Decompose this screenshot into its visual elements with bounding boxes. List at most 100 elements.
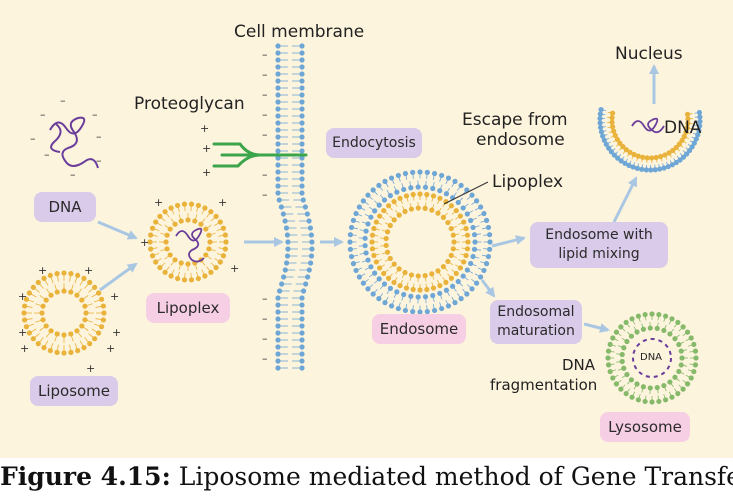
membrane-lipid-head: [299, 365, 305, 371]
lipid-head: [377, 213, 383, 219]
lipid-head: [87, 341, 93, 347]
lipid-head: [356, 274, 362, 280]
membrane-lipid-head: [299, 176, 305, 182]
lipid-head: [162, 269, 168, 275]
lipid-head: [368, 264, 374, 270]
escape-from-label: Escape from: [462, 110, 568, 130]
lipid-head: [22, 317, 28, 323]
lipid-head: [54, 271, 60, 277]
lipid-head: [178, 218, 184, 224]
lipid-head: [443, 287, 450, 293]
membrane-lipid-head: [275, 134, 281, 140]
membrane-lipid-head: [299, 78, 305, 84]
membrane-lipid-head: [300, 197, 306, 203]
lipid-head: [669, 316, 675, 322]
lipid-head: [363, 228, 369, 234]
dna-box: DNA: [34, 192, 96, 222]
lipid-head: [639, 166, 645, 172]
lipid-head: [649, 155, 655, 161]
lipid-head: [96, 290, 102, 296]
svg-text:–: –: [262, 188, 268, 201]
lipid-head: [203, 252, 209, 258]
dna-fragmentation-label-line1: DNA: [562, 356, 596, 374]
lipid-head: [396, 266, 402, 272]
lipid-head: [642, 398, 648, 405]
lipid-head: [164, 246, 170, 252]
lipid-head: [611, 152, 617, 158]
lipid-head: [195, 275, 201, 282]
svg-text:–: –: [96, 154, 102, 167]
lipid-head: [443, 191, 450, 197]
lipid-head: [178, 260, 184, 266]
lipid-head: [460, 273, 466, 279]
svg-text:+: +: [20, 342, 29, 355]
svg-text:+: +: [84, 264, 93, 277]
lipid-head: [153, 219, 159, 225]
lipid-head: [685, 120, 691, 126]
membrane-lipid-head: [299, 85, 305, 91]
lipid-head: [697, 118, 703, 125]
membrane-lipid-head: [299, 155, 305, 161]
proteoglycan-positive-charges: +++: [200, 122, 211, 179]
lipid-head: [464, 211, 470, 217]
lipid-head: [635, 397, 642, 403]
membrane-lipid-head: [299, 169, 305, 175]
svg-text:+: +: [202, 166, 211, 179]
lipid-head: [605, 348, 612, 354]
lipid-head: [408, 293, 414, 299]
lipid-head: [75, 347, 81, 354]
lipid-head: [372, 270, 378, 276]
lipid-head: [87, 279, 93, 285]
lipid-head: [685, 116, 691, 122]
lipid-head: [642, 311, 648, 318]
membrane-lipid-head: [299, 99, 305, 105]
lipid-head: [368, 214, 374, 220]
lipid-head: [608, 149, 614, 155]
lipid-head: [396, 212, 402, 218]
lipid-head: [437, 188, 443, 194]
endosomal-maturation-line2: maturation: [497, 323, 575, 339]
lipid-head: [402, 208, 408, 215]
lipid-head: [662, 397, 669, 403]
lipid-head: [618, 158, 624, 164]
lipid-head: [402, 170, 409, 177]
membrane-lipid-head: [308, 260, 314, 266]
lipid-head: [649, 311, 655, 317]
endosomal-maturation-line1: Endosomal: [497, 304, 575, 320]
lipid-head: [391, 199, 397, 205]
lipid-head: [365, 192, 371, 198]
membrane-lipid-head: [300, 288, 307, 294]
lipid-head: [453, 207, 459, 214]
membrane-lipid-head: [275, 71, 281, 77]
lipid-head: [605, 362, 612, 368]
lipid-head: [148, 232, 154, 238]
lipid-head: [92, 336, 98, 342]
lipid-head: [391, 217, 397, 223]
lipid-head: [684, 151, 690, 157]
lipid-head: [611, 128, 617, 134]
lipid-head: [213, 213, 219, 219]
lipid-head: [373, 219, 379, 225]
membrane-lipid-head: [275, 344, 281, 350]
lipid-head: [370, 187, 376, 193]
endosome-escape-label: endosome: [476, 130, 565, 150]
lipid-head: [192, 218, 198, 224]
lipid-head: [654, 325, 660, 332]
membrane-lipid-head: [275, 43, 281, 49]
lipid-head: [402, 307, 409, 314]
lipid-head: [82, 303, 88, 309]
lipid-head: [206, 246, 212, 252]
lipid-head: [381, 270, 387, 277]
lipid-head: [168, 273, 174, 279]
membrane-lipid-head: [285, 246, 291, 252]
membrane-lipid-head: [282, 218, 288, 224]
lipid-head: [208, 269, 214, 275]
svg-text:+: +: [110, 290, 119, 303]
lipid-head: [198, 221, 204, 227]
lipid-head: [394, 189, 400, 195]
flow-arrows: [97, 64, 659, 333]
membrane-lipid-head: [284, 232, 291, 238]
lipid-head: [410, 309, 416, 315]
membrane-lipid-head: [299, 337, 305, 343]
lipid-head: [487, 239, 493, 245]
